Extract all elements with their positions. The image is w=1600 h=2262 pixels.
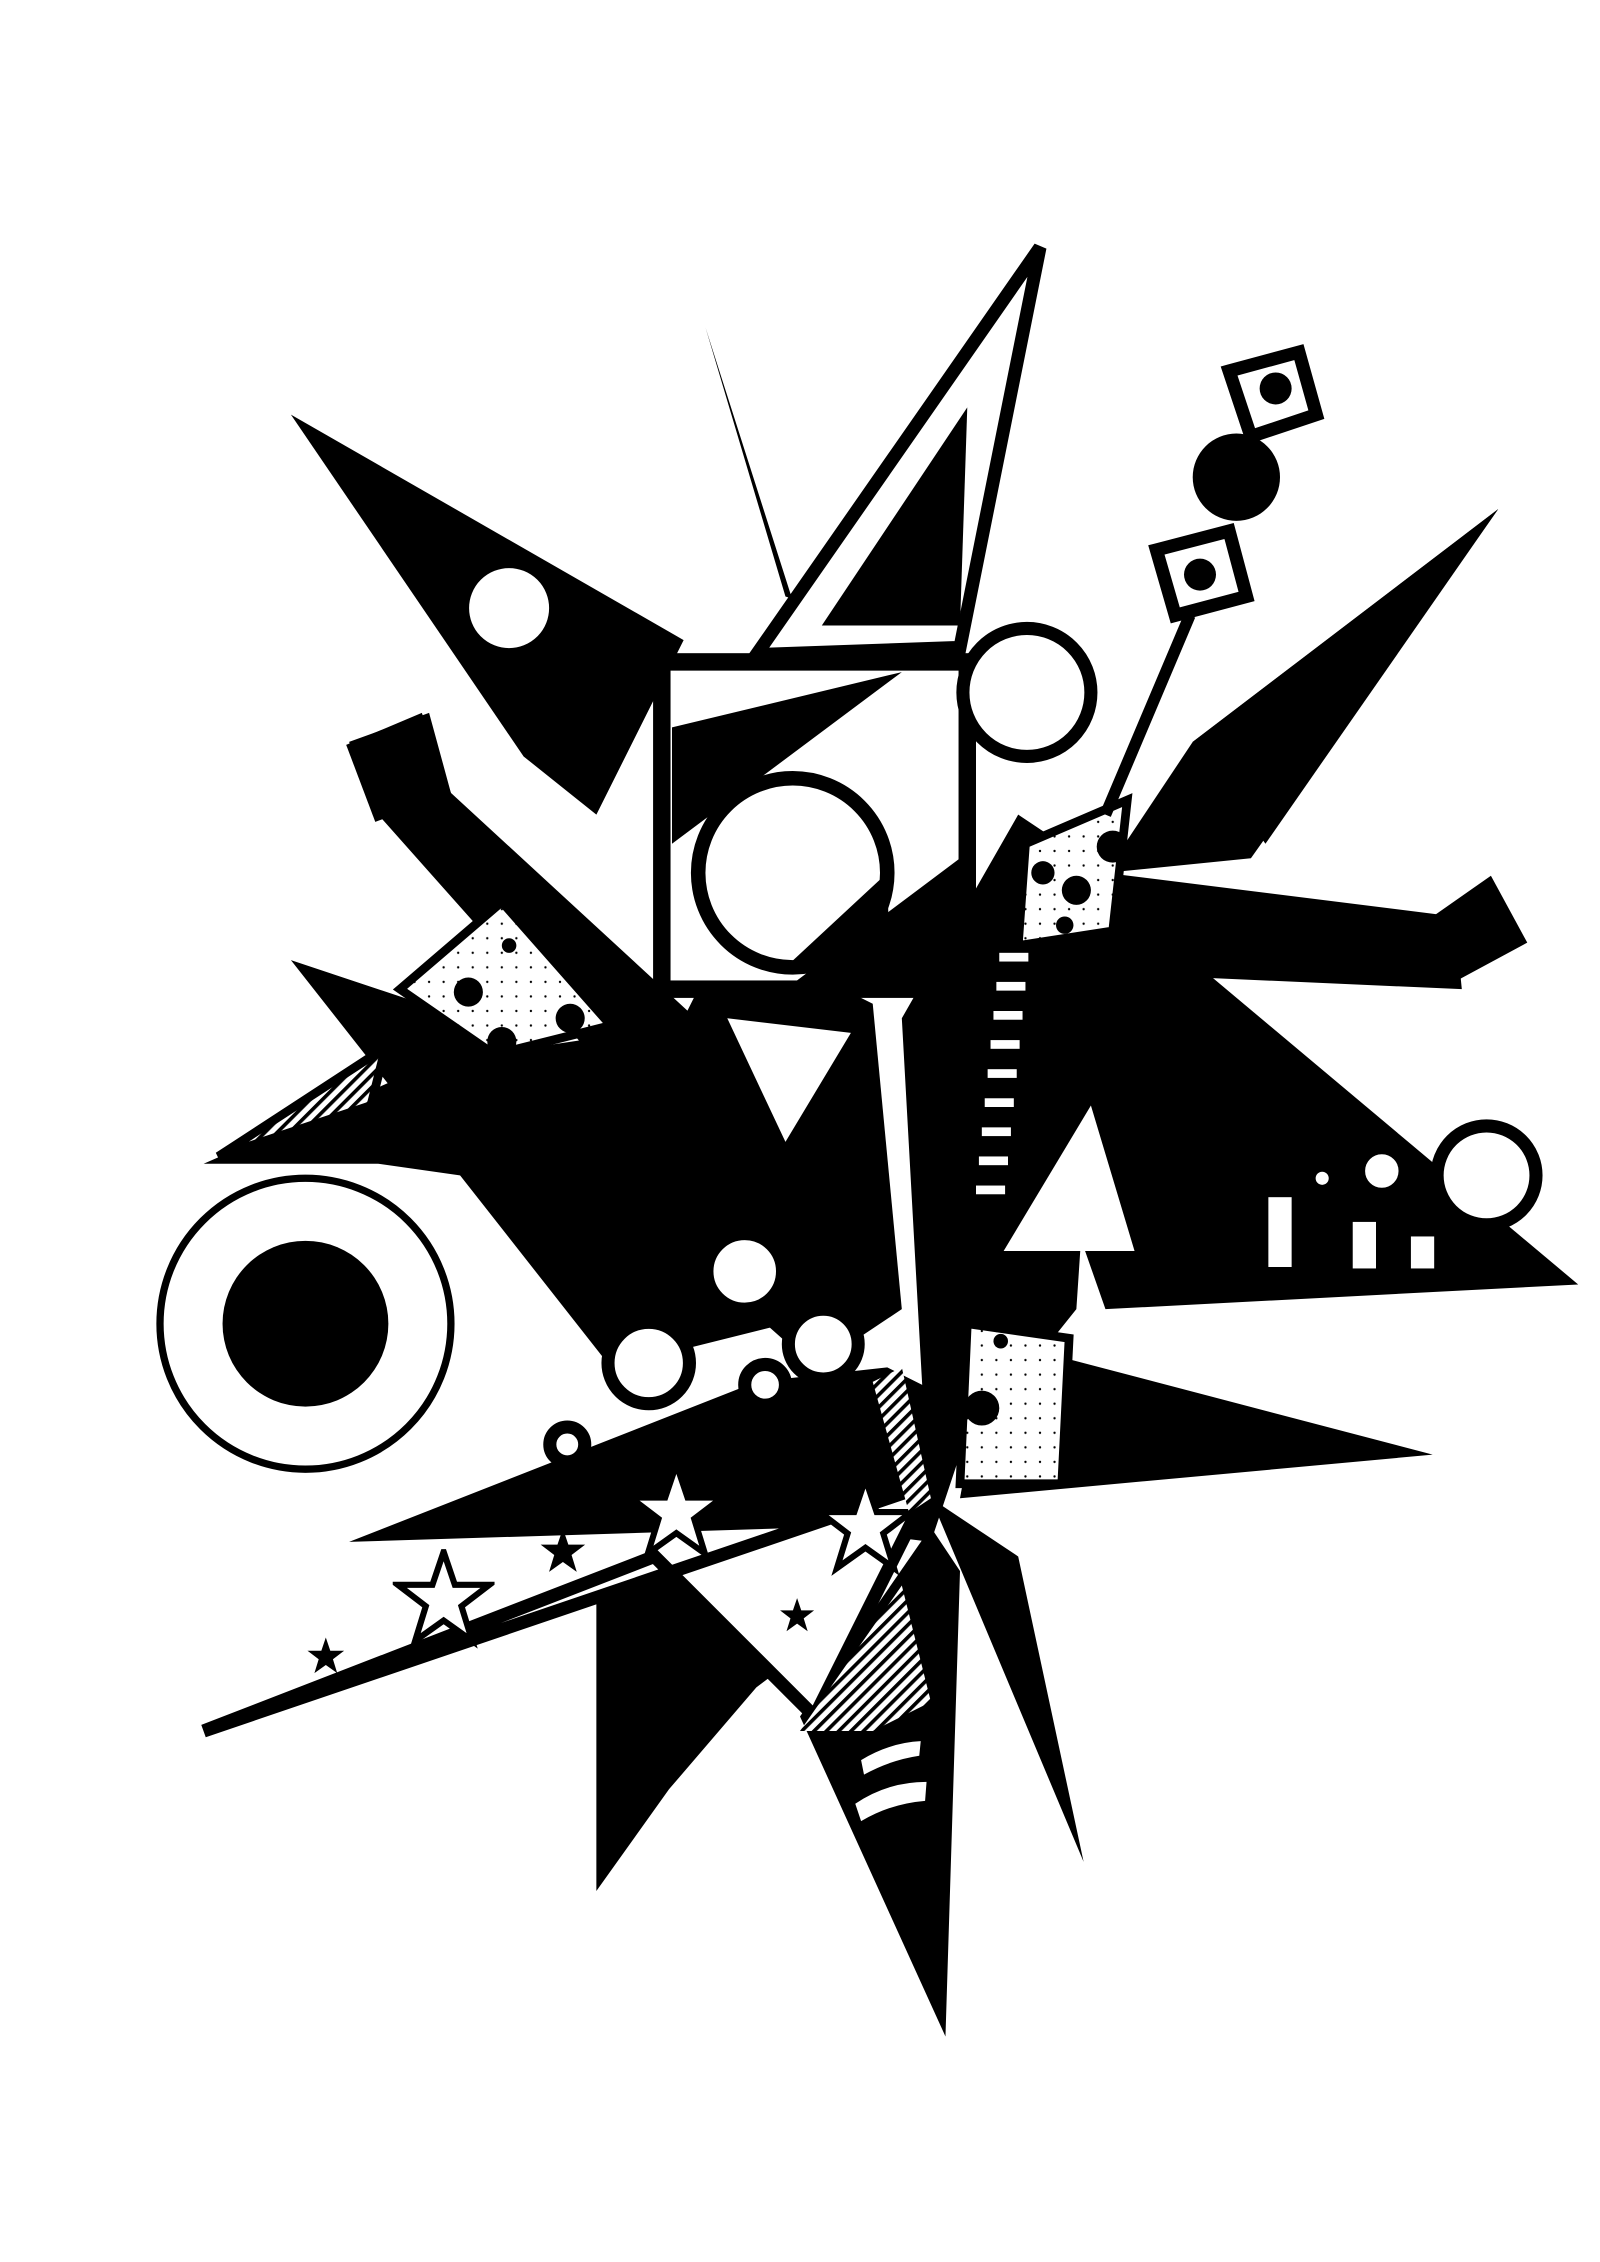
bottom-hatched-panel — [872, 1367, 931, 1513]
white-circles — [456, 555, 1543, 1469]
stripe-ladder — [976, 952, 1029, 1195]
outlined-triangles — [201, 243, 1047, 1738]
left-hatched-triangle — [215, 1037, 393, 1161]
big-ring — [156, 1174, 455, 1473]
bottom-hatched-panel — [800, 1585, 931, 1731]
bottom-curved-stripe — [855, 1781, 927, 1822]
bottom-curved-stripe — [861, 1741, 921, 1775]
inner-black-triangle — [821, 407, 968, 626]
white-wedge — [727, 1018, 851, 1142]
diamonds — [346, 344, 1528, 982]
texture-spots — [453, 830, 1129, 1426]
white-wedge — [1003, 1105, 1135, 1251]
center-square — [653, 653, 976, 998]
bars — [1268, 1197, 1435, 1269]
